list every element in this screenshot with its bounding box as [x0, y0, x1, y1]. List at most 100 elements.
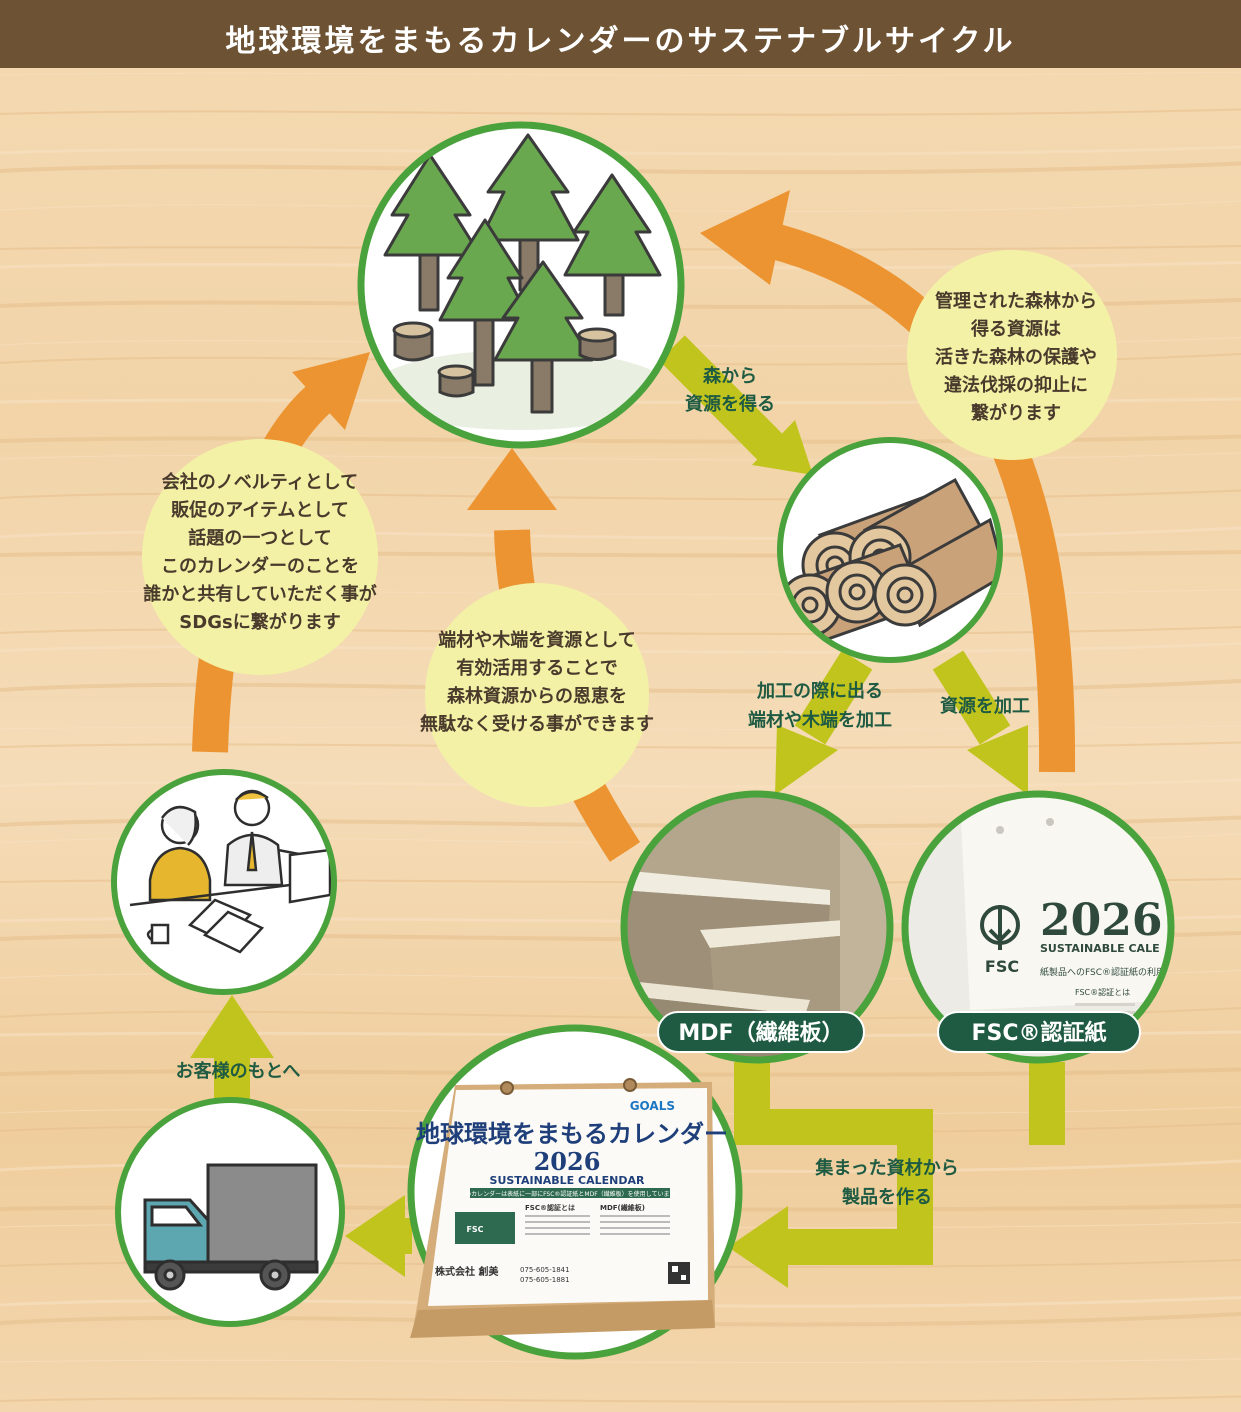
calendar-circle: GOALS 地球環境をまもるカレンダー 2026 SUSTAINABLE CAL…	[407, 1024, 743, 1360]
managed-forest-line: 繋がります	[971, 402, 1061, 424]
arrow-logs-to-fsc	[932, 650, 1011, 745]
arrowhead-to-mdf	[775, 725, 838, 795]
arrowhead-to-logs	[752, 420, 813, 475]
mdf-label: MDF（繊維板）	[678, 1020, 843, 1046]
hanger-hook-icon	[500, 1081, 514, 1095]
goals-logo: GOALS	[630, 1099, 675, 1113]
office-circle	[111, 769, 337, 995]
label-process: 資源を加工	[940, 695, 1030, 717]
arrowhead-to-calendar	[728, 1206, 788, 1288]
calendar-company: 株式会社 創美	[435, 1265, 499, 1278]
novelty-line: 話題の一つとして	[188, 527, 331, 549]
arrow-merge	[734, 1109, 933, 1265]
label-forest-to-logs: 森から	[703, 365, 757, 387]
managed-forest-line: 活きた森林の保護や	[935, 346, 1097, 368]
label-make-product: 集まった資材から	[814, 1157, 958, 1179]
man-icon	[223, 789, 321, 887]
label-make-product: 製品を作る	[841, 1186, 932, 1208]
calendar-fax: 075-605-1881	[520, 1276, 570, 1284]
fsc-circle: FSC 2026 SUSTAINABLE CALE 紙製品へのFSC®認証紙の利…	[901, 790, 1192, 1064]
logs-circle	[777, 437, 1003, 663]
tree-icon	[438, 218, 532, 387]
bubble-novelty-text: 会社のノベルティとして 販促のアイテムとして 話題の一つとして このカレンダーの…	[143, 471, 376, 633]
wood-grain-line	[0, 1358, 1241, 1363]
managed-forest-line: 得る資源は	[970, 318, 1061, 340]
fsc-photo-heading: FSC®認証とは	[1075, 987, 1130, 997]
novelty-line: SDGsに繋がります	[179, 611, 340, 633]
label-scraps: 加工の際に出る	[756, 680, 883, 702]
calendar-fsc-heading: FSC®認証とは	[525, 1203, 575, 1212]
arrow-labels: 森から 資源を得る 加工の際に出る 端材や木端を加工 資源を加工 集まった資材か…	[176, 365, 1030, 1208]
novelty-line: このカレンダーのことを	[161, 555, 359, 577]
calendar-tel: 075-605-1841	[520, 1266, 570, 1274]
fsc-logo-text: FSC	[985, 957, 1019, 976]
woman-icon	[148, 805, 212, 902]
truck-icon	[143, 1163, 319, 1291]
novelty-line: 誰かと共有していただく事が	[143, 583, 376, 605]
tree-icon	[563, 173, 662, 317]
logs-illustration	[780, 477, 1000, 642]
hanger-hook-icon	[623, 1078, 637, 1092]
fsc-pill	[937, 1011, 1141, 1053]
managed-forest-line: 管理された森林から	[935, 290, 1097, 312]
calendar-subtitle: SUSTAINABLE CALENDAR	[490, 1174, 645, 1187]
fsc-photo-subtitle: SUSTAINABLE CALE	[1040, 942, 1160, 955]
fsc-label: FSC®認証紙	[971, 1020, 1106, 1046]
stump-icon	[577, 327, 617, 361]
calendar-product-photo: GOALS 地球環境をまもるカレンダー 2026 SUSTAINABLE CAL…	[410, 1078, 728, 1338]
bubble-managed-forest	[907, 250, 1117, 460]
orange-arrow-heads	[292, 190, 790, 510]
tree-icon	[493, 260, 594, 414]
scrap-use-line: 有効活用することで	[456, 657, 617, 679]
arrowhead-to-forest-left	[292, 352, 370, 430]
title-bar: 地球環境をまもるカレンダーのサステナブルサイクル	[0, 0, 1241, 68]
office-illustration	[129, 789, 332, 954]
laptop-icon	[288, 848, 332, 904]
bubble-novelty	[142, 439, 378, 675]
fsc-tree-logo	[980, 905, 1020, 950]
merge-connector-right	[1029, 1062, 1065, 1145]
arrowhead-to-office	[190, 995, 274, 1058]
mdf-circle: MDF（繊維板）	[620, 790, 894, 1064]
page-title: 地球環境をまもるカレンダーのサステナブルサイクル	[225, 24, 1016, 59]
wood-grain-line	[0, 108, 1241, 116]
novelty-line: 会社のノベルティとして	[162, 471, 358, 493]
label-to-customer: お客様のもとへ	[176, 1060, 301, 1082]
calendar-strip: このカレンダーは表紙に一部にFSC®認証紙とMDF（繊維板）を使用しています。	[459, 1190, 681, 1198]
stump-icon	[392, 321, 434, 362]
arrowhead-to-fsc	[967, 725, 1028, 795]
arrow-forest-to-logs	[659, 335, 788, 465]
log-icon	[873, 517, 1000, 628]
paper-icon	[187, 898, 265, 954]
calendar-year: 2026	[534, 1147, 601, 1176]
label-scraps: 端材や木端を加工	[748, 709, 892, 731]
tree-icon	[383, 153, 482, 312]
stump-icon	[437, 364, 475, 398]
arrow-logs-to-mdf	[794, 650, 873, 745]
label-forest-to-logs: 資源を得る	[685, 393, 775, 415]
forest-circle	[357, 121, 685, 449]
fsc-photo-year: 2026	[1040, 895, 1162, 946]
qr-code-icon	[668, 1262, 690, 1284]
bubble-scrap-use-text: 端材や木端を資源として 有効活用することで 森林資源からの恩恵を 無駄なく受ける…	[420, 629, 654, 735]
fsc-photo-note: 紙製品へのFSC®認証紙の利用を推進	[1040, 966, 1192, 978]
fsc-label-box	[455, 1212, 515, 1244]
bubble-scrap-use	[425, 583, 649, 807]
yellowgreen-arrow-heads	[190, 420, 1028, 1288]
managed-forest-line: 違法伐採の抑止に	[944, 374, 1088, 396]
mug-icon	[146, 923, 170, 945]
arrowhead-to-truck	[345, 1195, 405, 1277]
scrap-use-line: 無駄なく受ける事ができます	[420, 713, 654, 735]
bubble-managed-forest-text: 管理された森林から 得る資源は 活きた森林の保護や 違法伐採の抑止に 繋がります	[935, 290, 1097, 424]
scrap-use-line: 森林資源からの恩恵を	[447, 685, 627, 707]
calendar-fsc-logo: FSC	[466, 1225, 483, 1234]
novelty-line: 販促のアイテムとして	[171, 499, 349, 521]
calendar-title: 地球環境をまもるカレンダー	[416, 1119, 728, 1148]
truck-circle	[115, 1097, 345, 1327]
calendar-mdf-heading: MDF(繊維板)	[600, 1203, 645, 1212]
merge-connector	[734, 1062, 770, 1145]
forest-illustration	[371, 133, 671, 430]
arrowhead-to-forest-right	[700, 190, 790, 285]
